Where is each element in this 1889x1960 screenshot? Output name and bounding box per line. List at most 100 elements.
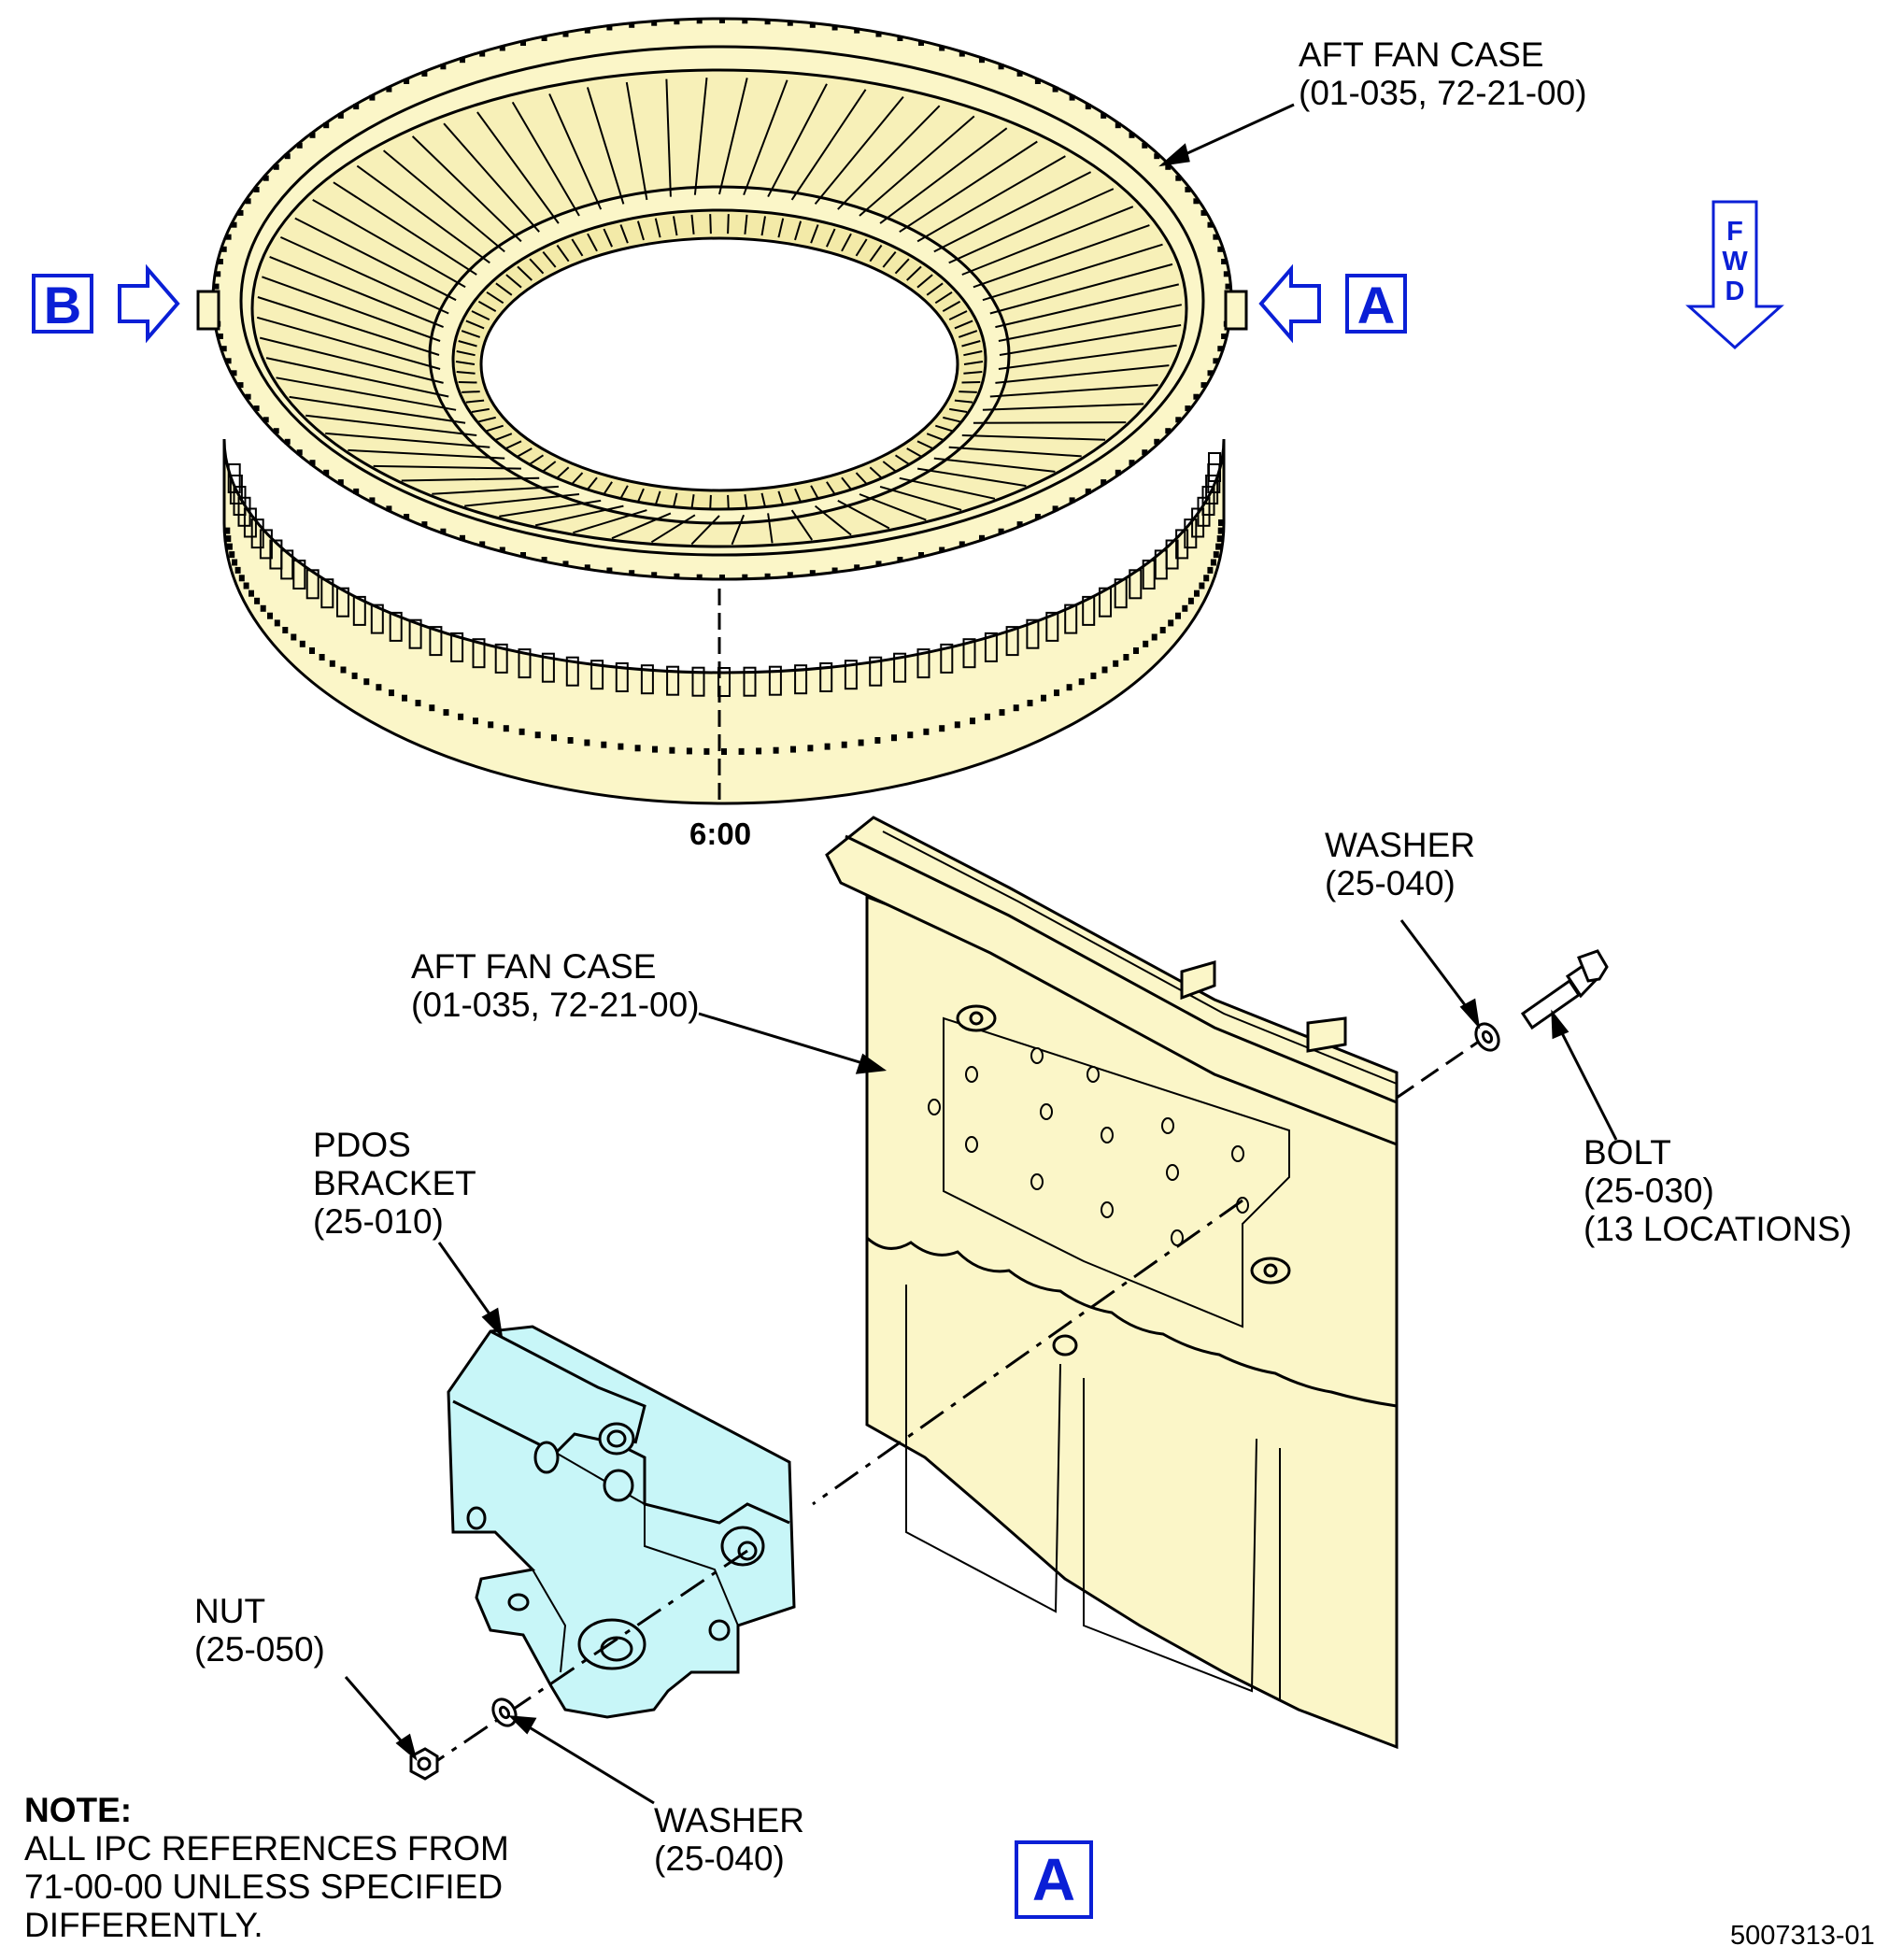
rim-notch — [1052, 86, 1058, 92]
band-notch — [721, 748, 727, 755]
view-marker-a-detail: A — [1015, 1840, 1093, 1919]
stator-vane — [814, 95, 904, 206]
stator-vane — [859, 115, 975, 217]
leader-pdos-bracket — [437, 1242, 504, 1339]
rim-notch — [231, 221, 237, 228]
rim-notch — [284, 438, 291, 445]
band-notch — [389, 689, 394, 697]
rim-notch — [998, 64, 1004, 70]
hub-slot — [959, 391, 977, 393]
rim-notch — [1207, 221, 1214, 228]
hub-slot — [869, 244, 883, 263]
hub-slot — [894, 454, 910, 465]
rim-notch — [1165, 428, 1172, 434]
rim-notch — [217, 259, 223, 264]
rim-notch — [584, 27, 590, 34]
band-panel — [615, 662, 629, 692]
nut-plates — [956, 1004, 1291, 1356]
band-panel — [691, 666, 705, 697]
band-notch — [238, 575, 245, 582]
hub-slot — [542, 250, 557, 268]
rim-notch — [1223, 271, 1229, 277]
rim-notch — [440, 64, 447, 70]
rim-notch — [742, 18, 748, 24]
stator-vane — [586, 87, 625, 205]
stator-vane — [948, 188, 1115, 264]
rim-notch — [764, 19, 771, 25]
band-notch — [299, 640, 305, 647]
fan-case-section — [825, 816, 1399, 1750]
band-panel — [1064, 604, 1078, 634]
rim-notch — [1085, 488, 1091, 494]
stator-vane — [401, 476, 540, 482]
label-clock-position: 6:00 — [689, 817, 752, 851]
hub-slot — [529, 454, 545, 465]
rim-notch — [440, 528, 447, 534]
band-notch — [249, 589, 254, 597]
hub-slot — [619, 224, 629, 244]
stator-vane — [373, 464, 521, 470]
rim-notch — [479, 50, 486, 57]
leader-aft-fan-case-detail — [698, 1012, 888, 1074]
rim-notch — [404, 514, 410, 519]
stator-vane — [933, 457, 1056, 473]
hub-slot — [882, 461, 897, 473]
rim-notch — [1225, 283, 1231, 290]
band-notch — [1217, 527, 1224, 534]
stator-vane — [650, 514, 696, 544]
stator-vane — [995, 283, 1180, 329]
rim-notch — [1069, 94, 1075, 101]
band-notch — [790, 746, 796, 753]
fwd-letter-f: F — [1726, 217, 1743, 247]
band-panel — [1099, 587, 1112, 618]
hub-slot — [478, 416, 496, 423]
hub-slot — [869, 466, 883, 479]
hub-slot — [942, 300, 961, 312]
hub-slot — [709, 214, 712, 234]
stator-vane — [995, 364, 1170, 384]
band-notch — [1123, 654, 1129, 660]
stator-vane — [276, 376, 457, 411]
hub-slot — [571, 472, 584, 485]
plate-hole — [928, 1099, 941, 1115]
hub-slot — [906, 265, 922, 281]
stator-vane — [837, 500, 890, 530]
stator-vane — [356, 164, 490, 264]
band-notch — [376, 684, 382, 691]
hub-slot — [673, 216, 678, 236]
band-notch — [1041, 694, 1046, 702]
band-notch — [225, 535, 232, 543]
band-panel — [1026, 618, 1040, 649]
note-title: NOTE: — [24, 1791, 133, 1829]
band-notch — [999, 709, 1005, 717]
band-notch — [686, 747, 692, 755]
hub-slot — [777, 490, 785, 505]
label-nut: NUT (25-050) — [194, 1592, 325, 1669]
band-panel — [640, 664, 654, 695]
fwd-arrow-icon — [1685, 200, 1784, 350]
stator-vane — [767, 513, 774, 544]
view-a-arrow-icon — [1258, 263, 1321, 344]
rim-notch — [875, 561, 882, 567]
stator-vane — [814, 504, 852, 536]
band-notch — [351, 672, 358, 679]
hub-slot — [654, 218, 661, 238]
stator-vane — [973, 421, 1127, 424]
rim-notch — [629, 21, 635, 28]
hub-slot — [810, 224, 819, 244]
band-panel — [305, 569, 320, 600]
stator-vane — [790, 89, 867, 201]
leader-bolt — [1551, 1009, 1618, 1141]
hub-slot — [760, 492, 766, 507]
stator-vane — [305, 414, 477, 436]
stator-vane — [534, 504, 624, 527]
band-panel — [1154, 549, 1168, 580]
label-bolt: BOLT (25-030) (13 LOCATIONS) — [1584, 1133, 1853, 1248]
band-notch — [229, 551, 235, 559]
rim-notch — [499, 547, 505, 553]
band-notch — [634, 745, 641, 752]
rim-notch — [854, 27, 860, 34]
pdos-bracket — [447, 1325, 796, 1719]
hub-slot — [906, 447, 922, 458]
hub-slot — [495, 282, 513, 296]
